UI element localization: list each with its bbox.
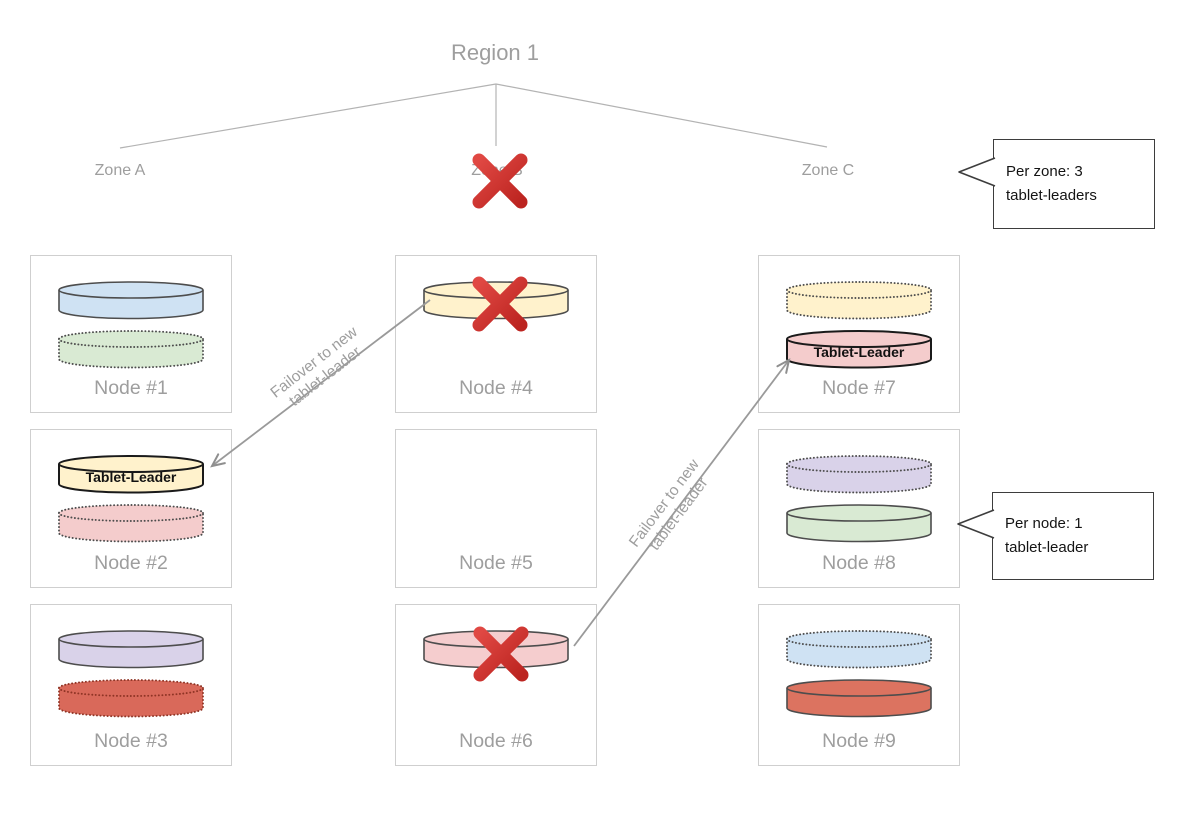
node-8-label: Node #8 [822,552,896,574]
tablet-cylinder [58,630,204,669]
tablet-leader-label: Tablet-Leader [814,344,905,360]
node-6-card: Node #6 [395,604,597,766]
tablet-cylinder [786,455,932,494]
tablet-cylinder [423,281,569,320]
failure-marks [472,153,529,682]
zone-c-label: Zone C [801,162,855,179]
per-zone-callout-line-2: tablet-leaders [1006,187,1097,204]
zone-b-label: Zone B [471,162,523,179]
region-label: Region 1 [450,40,540,65]
per-zone-callout: Per zone: 3 tablet-leaders [958,139,1155,229]
tablet-leader-cylinder: Tablet-Leader [58,455,204,494]
node-2-label: Node #2 [94,552,168,574]
callout-tail-icon [958,157,996,187]
node-8-card: Node #8 [758,429,960,588]
tablet-leader-label: Tablet-Leader [86,469,177,485]
tablet-cylinder [786,504,932,543]
tree-line-zone-c [495,83,828,148]
per-node-callout-line-2: tablet-leader [1005,539,1089,556]
failover-arrow-1-label: Failover to new tablet-leader [267,323,365,410]
node-9-label: Node #9 [822,730,896,752]
per-zone-callout-line-1: Per zone: 3 [1006,163,1083,180]
tablet-leader-cylinder: Tablet-Leader [786,330,932,369]
per-node-callout: Per node: 1 tablet-leader [957,492,1154,580]
node-3-tablets [31,629,231,719]
node-4-card: Node #4 [395,255,597,413]
tablet-cylinder [58,679,204,718]
node-5-label: Node #5 [459,552,533,574]
node-8-tablets [759,454,959,544]
node-4-label: Node #4 [459,377,533,399]
node-2-card: Tablet-Leader Node #2 [30,429,232,588]
node-3-card: Node #3 [30,604,232,766]
node-3-label: Node #3 [94,730,168,752]
tablet-cylinder [786,281,932,320]
node-7-card: Tablet-Leader Node #7 [758,255,960,413]
node-1-label: Node #1 [94,377,168,399]
tablet-cylinder [58,330,204,369]
tablet-cylinder [58,281,204,320]
callout-tail-icon [957,509,995,539]
node-2-tablets: Tablet-Leader [31,454,231,544]
node-1-card: Node #1 [30,255,232,413]
node-5-card: Node #5 [395,429,597,588]
node-7-label: Node #7 [822,377,896,399]
node-4-tablets [396,280,596,321]
node-9-card: Node #9 [758,604,960,766]
tablet-cylinder [786,679,932,718]
tablet-cylinder [786,630,932,669]
per-node-callout-line-1: Per node: 1 [1005,515,1083,532]
node-6-label: Node #6 [459,730,533,752]
tree-line-zone-a [119,83,497,149]
node-9-tablets [759,629,959,719]
failover-arrow-2-label: Failover to new tablet-leader [626,456,712,554]
tablet-cylinder [58,504,204,543]
node-6-tablets [396,629,596,670]
node-1-tablets [31,280,231,370]
zone-a-label: Zone A [94,162,146,179]
node-7-tablets: Tablet-Leader [759,280,959,370]
region-zone-tree [119,83,828,149]
tablet-cylinder [423,630,569,669]
